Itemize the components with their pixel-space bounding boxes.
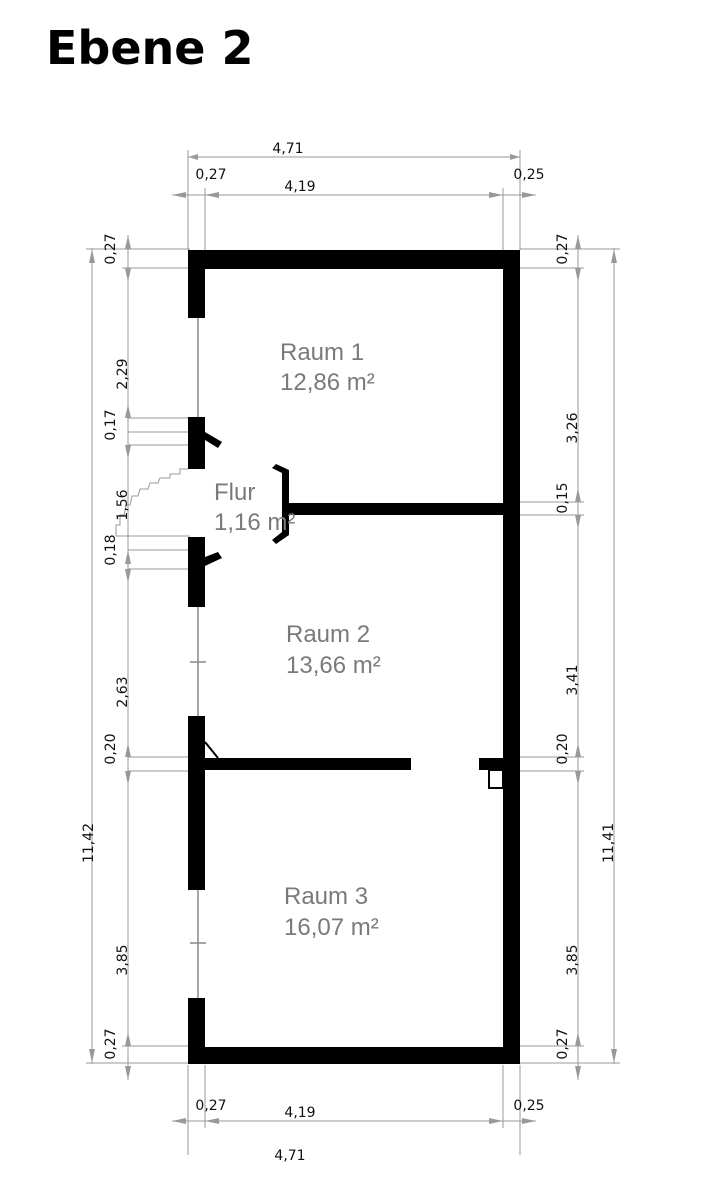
- wall-raum2-raum3: [205, 758, 411, 770]
- dim-right-seg-4: 3,41: [565, 664, 581, 695]
- dim-right-seg-7: 0,27: [555, 1028, 571, 1059]
- wall-left-2: [188, 417, 205, 469]
- dim-left-seg-1: 0,27: [103, 233, 119, 264]
- room-name-flur: Flur: [214, 479, 255, 506]
- room-area-raum-1: 12,86 m²: [280, 369, 375, 396]
- wall-left-4: [188, 716, 205, 890]
- room-name-raum-3: Raum 3: [284, 883, 368, 910]
- dim-top-total: 4,71: [272, 141, 303, 157]
- dim-right-seg-5: 0,20: [555, 733, 571, 764]
- room-area-raum-3: 16,07 m²: [284, 914, 379, 941]
- wall-left-1: [188, 250, 205, 318]
- dim-left-seg-7: 0,20: [103, 733, 119, 764]
- dimension-labels: 4,71 0,27 4,19 0,25 0,27 4,19 0,25 4,71 …: [81, 141, 617, 1164]
- dim-left-seg-9: 0,27: [103, 1028, 119, 1059]
- dim-bottom-total: 4,71: [274, 1148, 305, 1164]
- dim-right-seg-1: 0,27: [555, 233, 571, 264]
- dim-right-seg-2: 3,26: [565, 412, 581, 443]
- dim-right-seg-6: 3,85: [565, 944, 581, 975]
- windows: [190, 318, 206, 998]
- wall-bottom: [188, 1047, 520, 1064]
- dim-left-total: 11,42: [81, 823, 97, 863]
- dim-left-seg-8: 3,85: [115, 944, 131, 975]
- flur-bay-wall: [272, 464, 289, 544]
- dim-left-seg-6: 2,63: [115, 676, 131, 707]
- stair-steps: [115, 468, 188, 536]
- dimension-lines: [86, 150, 620, 1155]
- dim-bottom-right-wall: 0,25: [513, 1098, 544, 1114]
- room-name-raum-1: Raum 1: [280, 339, 364, 366]
- dim-left-seg-2: 2,29: [115, 358, 131, 389]
- dim-right-seg-3: 0,15: [555, 482, 571, 513]
- room-area-raum-2: 13,66 m²: [286, 652, 381, 679]
- dim-left-seg-3: 0,17: [103, 409, 119, 440]
- dim-left-seg-5: 0,18: [103, 534, 119, 565]
- walls: [188, 250, 520, 1064]
- room-labels: Raum 1 12,86 m² Flur 1,16 m² Raum 2 13,6…: [214, 339, 381, 941]
- wall-raum2-raum3-stub: [479, 758, 503, 770]
- wall-return-upper: [205, 432, 222, 448]
- room-name-raum-2: Raum 2: [286, 621, 370, 648]
- wall-return-lower: [205, 552, 222, 566]
- dimension-arrowheads: [89, 154, 617, 1124]
- dim-top-right-wall: 0,25: [513, 167, 544, 183]
- dim-bottom-left-wall: 0,27: [195, 1098, 226, 1114]
- wall-flur-raum2: [288, 503, 503, 515]
- dim-top-inner: 4,19: [284, 179, 315, 195]
- page-title: Ebene 2: [46, 21, 254, 75]
- wall-top: [188, 250, 520, 269]
- wall-left-5: [188, 998, 205, 1064]
- dim-bottom-inner: 4,19: [284, 1105, 315, 1121]
- dim-top-left-wall: 0,27: [195, 167, 226, 183]
- wall-left-3: [188, 537, 205, 607]
- room-area-flur: 1,16 m²: [214, 509, 295, 536]
- dim-left-seg-4: 1,56: [115, 489, 131, 520]
- door-details: [204, 741, 504, 789]
- wall-right: [503, 250, 520, 1064]
- dim-right-total: 11,41: [601, 823, 617, 863]
